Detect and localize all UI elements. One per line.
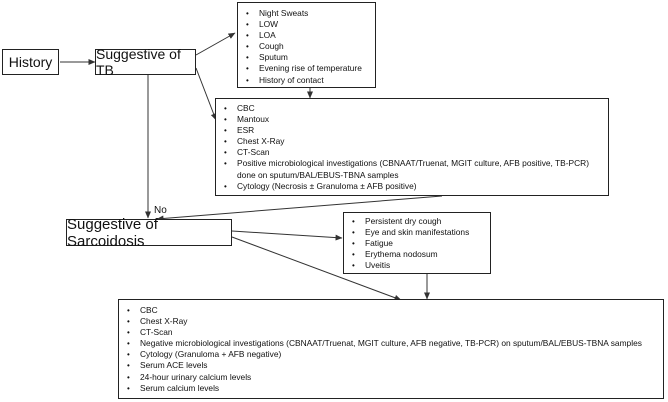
list-item: CT-Scan <box>219 147 605 158</box>
list-item: Sputum <box>241 52 372 63</box>
arrow-tb-to-investigations <box>195 67 217 121</box>
list-item: Fatigue <box>347 238 487 249</box>
sarcoidosis-node: Suggestive of Sarcoidosis <box>66 216 232 250</box>
sarcoidosis-investigations-box: CBC Chest X-Ray CT-Scan Negative microbi… <box>118 299 664 399</box>
list-item: Serum ACE levels <box>122 360 660 371</box>
tb-label: Suggestive of TB <box>96 46 181 78</box>
arrow-sarcoidosis-to-investigations <box>231 236 402 301</box>
list-item: CBC <box>219 103 605 114</box>
arrow-investigations-to-sarcoidosis <box>156 195 443 222</box>
list-item: Erythema nodosum <box>347 249 487 260</box>
list-item: Uveitis <box>347 260 487 271</box>
no-edge-label: No <box>154 205 167 216</box>
list-item: Cytology (Necrosis ± Granuloma ± AFB pos… <box>219 181 605 192</box>
arrow-tb-to-symptoms <box>195 32 236 56</box>
list-item: Positive microbiological investigations … <box>219 158 605 180</box>
list-item: CT-Scan <box>122 327 660 338</box>
list-item: Persistent dry cough <box>347 216 487 227</box>
tb-investigations-list: CBC Mantoux ESR Chest X-Ray CT-Scan Posi… <box>219 103 605 192</box>
sarcoidosis-label: Suggestive of Sarcoidosis <box>67 215 158 250</box>
list-item: Mantoux <box>219 114 605 125</box>
sarcoidosis-investigations-list: CBC Chest X-Ray CT-Scan Negative microbi… <box>122 305 660 394</box>
list-item: LOA <box>241 30 372 41</box>
tb-symptoms-box: Night Sweats LOW LOA Cough Sputum Evenin… <box>237 2 376 88</box>
list-item: Cough <box>241 41 372 52</box>
history-label: History <box>8 54 53 70</box>
tb-investigations-box: CBC Mantoux ESR Chest X-Ray CT-Scan Posi… <box>215 98 609 196</box>
history-node: History <box>2 49 59 75</box>
list-item: CBC <box>122 305 660 316</box>
list-item: Eye and skin manifestations <box>347 227 487 238</box>
list-item: 24-hour urinary calcium levels <box>122 372 660 383</box>
sarcoidosis-symptoms-box: Persistent dry cough Eye and skin manife… <box>343 212 491 274</box>
arrow-sarcoidosis-to-symptoms <box>231 230 343 241</box>
list-item: Negative microbiological investigations … <box>122 338 660 349</box>
list-item: Night Sweats <box>241 8 372 19</box>
tb-symptoms-list: Night Sweats LOW LOA Cough Sputum Evenin… <box>241 8 372 86</box>
list-item: Cytology (Granuloma + AFB negative) <box>122 349 660 360</box>
sarcoidosis-symptoms-list: Persistent dry cough Eye and skin manife… <box>347 216 487 272</box>
list-item: LOW <box>241 19 372 30</box>
list-item: Serum calcium levels <box>122 383 660 394</box>
list-item: History of contact <box>241 75 372 86</box>
list-item: Evening rise of temperature <box>241 63 372 74</box>
list-item: ESR <box>219 125 605 136</box>
list-item: Chest X-Ray <box>219 136 605 147</box>
list-item: Chest X-Ray <box>122 316 660 327</box>
tb-node: Suggestive of TB <box>95 46 196 78</box>
